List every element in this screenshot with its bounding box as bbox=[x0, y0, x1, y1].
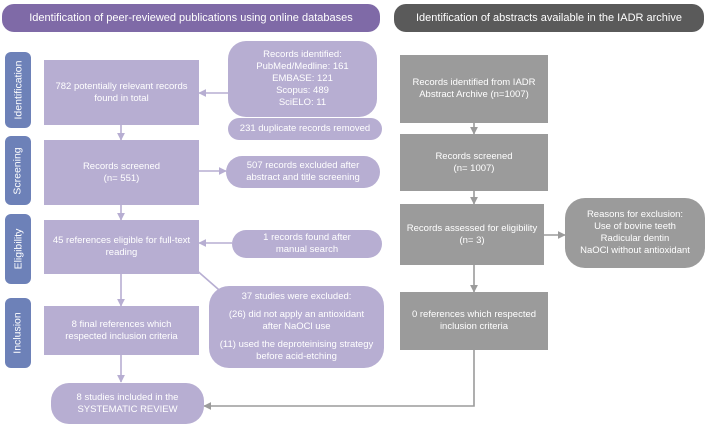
iadr-identified-line-1: Records identified from IADR bbox=[412, 77, 536, 89]
duplicates-box: 231 duplicate records removed bbox=[228, 118, 382, 140]
exclusion-reason-1: Use of bovine teeth bbox=[594, 221, 676, 233]
iadr-zero-box: 0 references which respected inclusion c… bbox=[400, 292, 548, 350]
stage-identification: Identification bbox=[5, 52, 31, 128]
iadr-screened-line-1: Records screened bbox=[435, 150, 513, 162]
excluded-studies-box: 37 studies were excluded: (26) did not a… bbox=[209, 286, 384, 368]
duplicates-text: 231 duplicate records removed bbox=[239, 123, 371, 135]
iadr-zero-line-2: inclusion criteria bbox=[439, 321, 509, 332]
manual-search-box: 1 records found after manual search bbox=[232, 230, 382, 258]
excluded-abstract-line-2: abstract and title screening bbox=[246, 172, 360, 183]
iadr-assessed-line-1: Records assessed for eligibility bbox=[406, 222, 538, 234]
header-iadr-archive: Identification of abstracts available in… bbox=[394, 4, 704, 32]
systematic-review-box: 8 studies included in the SYSTEMATIC REV… bbox=[51, 383, 204, 424]
exclusion-reason-2: Radicular dentin bbox=[600, 233, 670, 244]
iadr-screened-line-2: (n= 1007) bbox=[453, 162, 495, 174]
eligible-box: 45 references eligible for full-text rea… bbox=[44, 220, 199, 274]
excluded-reason-1-line-2: after NaOCl use bbox=[262, 321, 331, 333]
exclusion-reasons-title: Reasons for exclusion: bbox=[586, 209, 684, 221]
manual-line-1: 1 records found after bbox=[263, 232, 351, 244]
header-online-databases-text: Identification of peer-reviewed publicat… bbox=[29, 12, 353, 24]
iadr-identified-line-2: Abstract Archive (n=1007) bbox=[419, 89, 529, 100]
systematic-line-2: SYSTEMATIC REVIEW bbox=[77, 403, 178, 415]
iadr-identified-box: Records identified from IADR Abstract Ar… bbox=[400, 55, 548, 123]
records-scopus: Scopus: 489 bbox=[276, 84, 329, 96]
stage-screening: Screening bbox=[5, 136, 31, 205]
final-line-1: 8 final references which bbox=[71, 318, 172, 330]
systematic-line-1: 8 studies included in the bbox=[76, 391, 179, 403]
excluded-reason-1-line-1: (26) did not apply an antioxidant bbox=[228, 309, 365, 321]
records-pubmed: PubMed/Medline: 161 bbox=[256, 61, 349, 73]
header-iadr-archive-text: Identification of abstracts available in… bbox=[416, 12, 682, 24]
manual-line-2: manual search bbox=[275, 244, 339, 255]
excluded-reason-2-line-1: (11) used the deproteinising strategy bbox=[219, 338, 374, 350]
stage-eligibility: Eligibility bbox=[5, 214, 31, 284]
eligible-line-2: reading bbox=[105, 247, 138, 258]
relevant-records-text: 782 potentially relevant records found i… bbox=[55, 80, 188, 104]
iadr-screened-box: Records screened (n= 1007) bbox=[400, 134, 548, 191]
arrow-zero-to-systematic bbox=[203, 350, 475, 410]
records-embase: EMBASE: 121 bbox=[272, 73, 333, 85]
final-line-2: respected inclusion criteria bbox=[65, 330, 178, 342]
records-identified-box: Records identified: PubMed/Medline: 161 … bbox=[228, 41, 377, 117]
excluded-abstract-line-1: 507 records excluded after bbox=[246, 160, 360, 172]
final-references-box: 8 final references which respected inclu… bbox=[44, 306, 199, 355]
excluded-reason-2-line-2: before acid-etching bbox=[256, 350, 337, 362]
screened-box: Records screened (n= 551) bbox=[44, 140, 199, 205]
records-scielo: SciELO: 11 bbox=[278, 96, 327, 108]
screened-line-2: (n= 551) bbox=[103, 172, 140, 184]
excluded-studies-title: 37 studies were excluded: bbox=[241, 291, 352, 303]
exclusion-reasons-box: Reasons for exclusion: Use of bovine tee… bbox=[565, 198, 705, 268]
screened-line-1: Records screened bbox=[82, 160, 161, 172]
stage-inclusion: Inclusion bbox=[5, 298, 31, 368]
relevant-records-box: 782 potentially relevant records found i… bbox=[44, 60, 199, 125]
exclusion-reason-3: NaOCl without antioxidant bbox=[580, 244, 690, 256]
eligible-line-1: 45 references eligible for full-text bbox=[52, 235, 191, 247]
header-online-databases: Identification of peer-reviewed publicat… bbox=[2, 4, 380, 32]
records-identified-title: Records identified: bbox=[263, 49, 342, 61]
iadr-zero-line-1: 0 references which respected bbox=[411, 309, 537, 321]
iadr-assessed-box: Records assessed for eligibility (n= 3) bbox=[400, 204, 544, 265]
excluded-abstract-box: 507 records excluded after abstract and … bbox=[226, 156, 380, 188]
iadr-assessed-line-2: (n= 3) bbox=[459, 234, 485, 246]
